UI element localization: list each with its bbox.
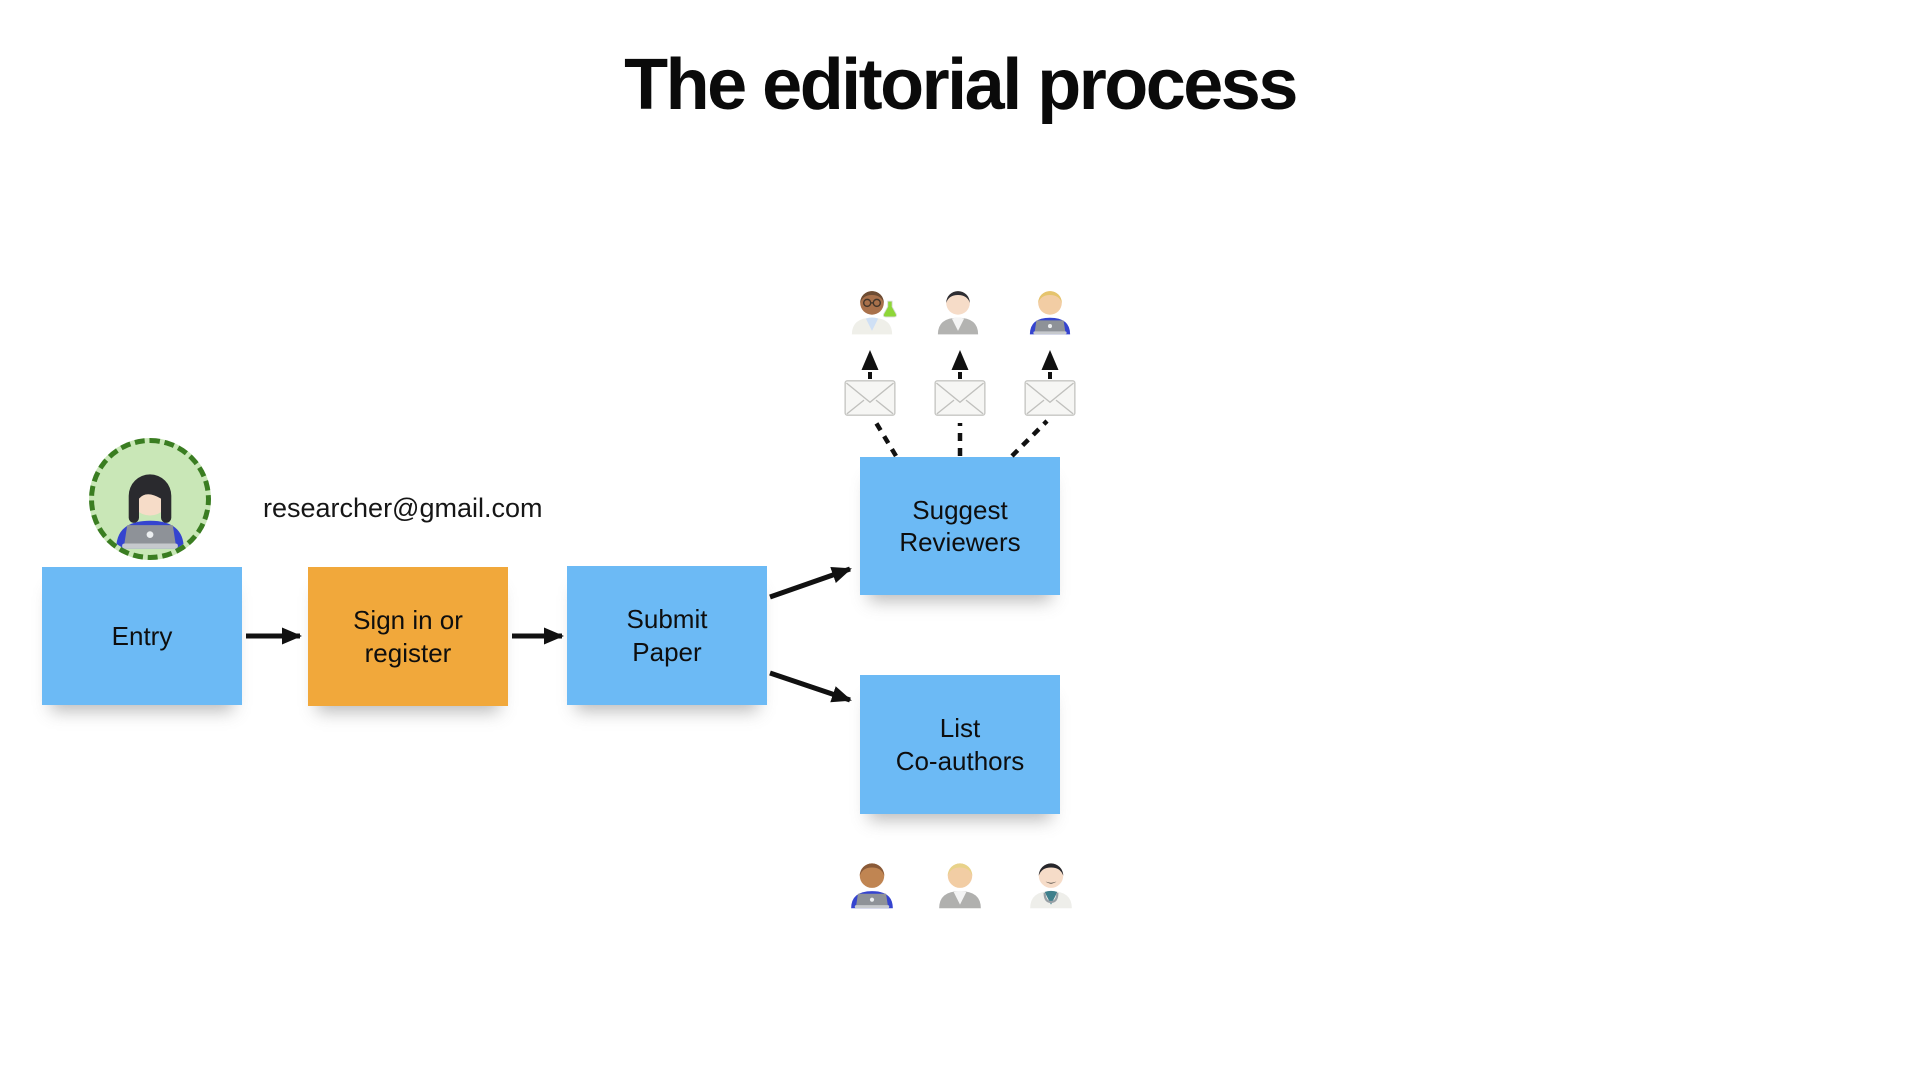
flow-node-list-co-authors-label: List Co-authors bbox=[895, 713, 1025, 776]
reviewer-scientist-icon bbox=[842, 281, 902, 337]
page-title: The editorial process bbox=[624, 45, 1298, 125]
avatar bbox=[89, 438, 211, 560]
flow-node-sign-in: Sign in or register bbox=[308, 567, 508, 706]
edge-suggest-to-email-3 bbox=[1010, 419, 1049, 458]
coauthor-technologist-icon bbox=[843, 853, 901, 911]
flow-node-submit-paper-label: Submit Paper bbox=[626, 604, 708, 667]
flow-node-entry: Entry bbox=[42, 567, 242, 705]
flow-node-entry-label: Entry bbox=[111, 620, 173, 651]
flow-node-sign-in-label: Sign in or register bbox=[353, 605, 463, 668]
envelope-icon bbox=[844, 380, 896, 416]
flow-node-suggest-reviewers-label: Suggest Reviewers bbox=[899, 494, 1021, 558]
flow-node-submit-paper: Submit Paper bbox=[567, 566, 767, 705]
edge-submit-to-suggest-reviewers bbox=[769, 566, 852, 600]
envelope-icon bbox=[1024, 380, 1076, 416]
envelope-icon bbox=[934, 380, 986, 416]
reviewer-office-worker-icon bbox=[930, 281, 986, 337]
reviewer-technologist-icon bbox=[1022, 281, 1078, 337]
researcher-email-label: researcher@gmail.com bbox=[263, 493, 543, 523]
coauthor-health-worker-icon bbox=[1022, 853, 1080, 911]
flow-node-suggest-reviewers: Suggest Reviewers bbox=[860, 457, 1060, 595]
edge-suggest-to-email-1 bbox=[873, 419, 898, 458]
woman-technologist-icon bbox=[103, 459, 197, 553]
edge-submit-to-list-co-authors bbox=[769, 670, 852, 703]
coauthor-office-worker-icon bbox=[931, 853, 989, 911]
flow-node-list-co-authors: List Co-authors bbox=[860, 675, 1060, 814]
